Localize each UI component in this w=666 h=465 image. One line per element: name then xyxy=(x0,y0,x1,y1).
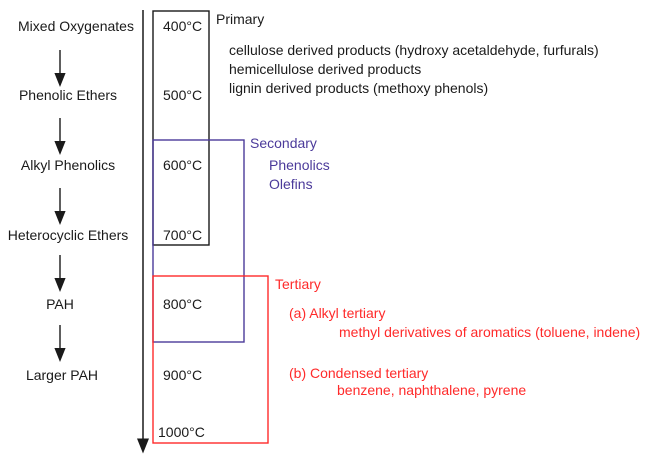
primary-line-3: lignin derived products (methoxy phenols… xyxy=(229,80,488,96)
stage-alkyl-phenolics: Alkyl Phenolics xyxy=(21,157,115,173)
tertiary-a-label: (a) Alkyl tertiary xyxy=(289,305,385,321)
temp-1000: 1000°C xyxy=(158,424,205,440)
temp-900: 900°C xyxy=(163,367,202,383)
secondary-title: Secondary xyxy=(250,135,317,151)
primary-box xyxy=(152,10,210,246)
temp-800: 800°C xyxy=(163,296,202,312)
stage-mixed-oxygenates: Mixed Oxygenates xyxy=(18,18,134,34)
tertiary-b-label: (b) Condensed tertiary xyxy=(289,365,428,381)
temp-500: 500°C xyxy=(163,87,202,103)
stage-phenolic-ethers: Phenolic Ethers xyxy=(19,87,117,103)
stage-heterocyclic-ethers: Heterocyclic Ethers xyxy=(8,227,129,243)
temp-600: 600°C xyxy=(163,157,202,173)
stage-pah: PAH xyxy=(46,296,74,312)
secondary-line-1: Phenolics xyxy=(269,157,330,173)
tertiary-title: Tertiary xyxy=(275,276,321,292)
temp-700: 700°C xyxy=(163,227,202,243)
secondary-line-2: Olefins xyxy=(269,176,313,192)
primary-line-1: cellulose derived products (hydroxy acet… xyxy=(229,42,599,58)
tertiary-a-detail: methyl derivatives of aromatics (toluene… xyxy=(339,324,640,340)
tertiary-b-detail: benzene, naphthalene, pyrene xyxy=(337,382,526,398)
primary-title: Primary xyxy=(216,11,264,27)
temp-400: 400°C xyxy=(163,18,202,34)
primary-line-2: hemicellulose derived products xyxy=(229,61,421,77)
tertiary-box xyxy=(152,275,269,444)
secondary-box xyxy=(152,139,245,343)
stage-larger-pah: Larger PAH xyxy=(26,367,98,383)
